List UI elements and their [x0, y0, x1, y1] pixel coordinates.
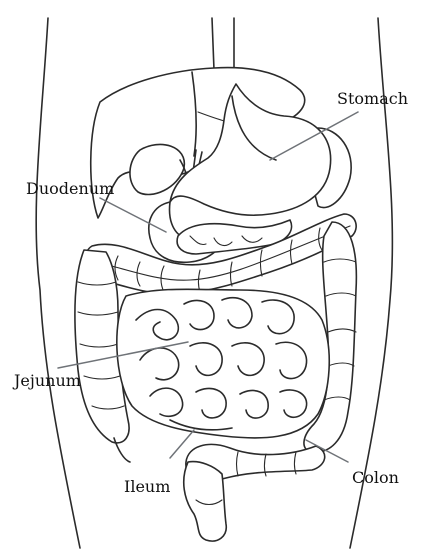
transverse-colon [83, 213, 357, 295]
ascending-colon-haustra [77, 281, 125, 410]
ileum-label: Ileum [124, 477, 170, 496]
liver-lobe-line [191, 71, 197, 157]
stomach-leader [269, 111, 359, 161]
ileum-leader [169, 429, 195, 459]
stomach-curvature [231, 95, 277, 161]
stomach-label: Stomach [337, 89, 408, 108]
duodenum-label: Duodenum [26, 179, 114, 198]
duodenum-leader [99, 197, 167, 233]
jejunum-label: Jejunum [12, 371, 81, 390]
ascending-colon [74, 249, 130, 444]
pancreas [176, 219, 293, 255]
stomach [169, 83, 332, 217]
gallbladder [129, 143, 186, 196]
torso-outline [35, 17, 394, 549]
colon-label: Colon [352, 468, 399, 487]
small-intestine [116, 288, 331, 439]
descending-colon-haustra [323, 258, 357, 401]
sigmoid-colon-haustra [235, 451, 297, 477]
jejunum-leader [57, 341, 189, 369]
leader-lines [57, 111, 359, 463]
colon-leader [305, 439, 349, 463]
appendix [113, 437, 131, 463]
rectum [182, 460, 228, 542]
